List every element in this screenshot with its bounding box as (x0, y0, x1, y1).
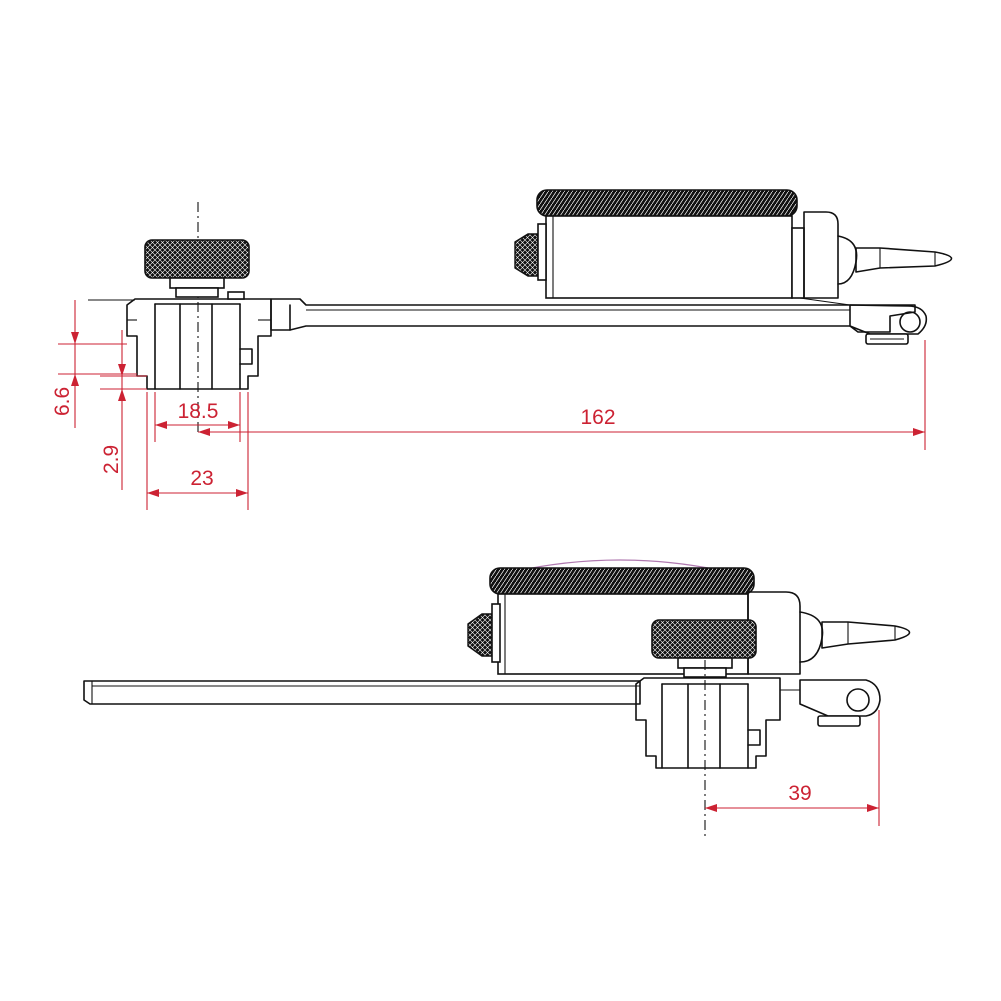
dimension-label-inner-width: 18.5 (178, 400, 219, 423)
top-dial-indicator (514, 189, 953, 306)
top-contact-holder (849, 304, 928, 345)
dimension-label-outer-width: 23 (190, 467, 213, 490)
top-clamp-knob (144, 239, 250, 298)
dimension-outer-width: 23 (146, 392, 249, 510)
dimension-label-height-a: 6.6 (51, 387, 74, 416)
dimension-offset: 39 (705, 710, 880, 826)
dimension-label-length: 162 (580, 406, 615, 429)
top-arm (270, 298, 916, 333)
dimension-inner-width: 18.5 (154, 392, 241, 442)
dimension-length: 162 (198, 340, 926, 450)
bottom-contact-holder (799, 679, 881, 727)
bottom-view: 39 (83, 559, 911, 836)
dimension-label-height-b: 2.9 (100, 445, 123, 474)
dimension-height-a: 6.6 (51, 300, 137, 428)
dimension-label-offset: 39 (788, 782, 811, 805)
dimension-height-b: 2.9 (100, 330, 147, 490)
top-clamp-block (88, 291, 272, 390)
bottom-arm (83, 680, 641, 705)
top-view: 6.6 2.9 18.5 162 (51, 189, 953, 510)
bottom-clamp-block (635, 677, 800, 769)
